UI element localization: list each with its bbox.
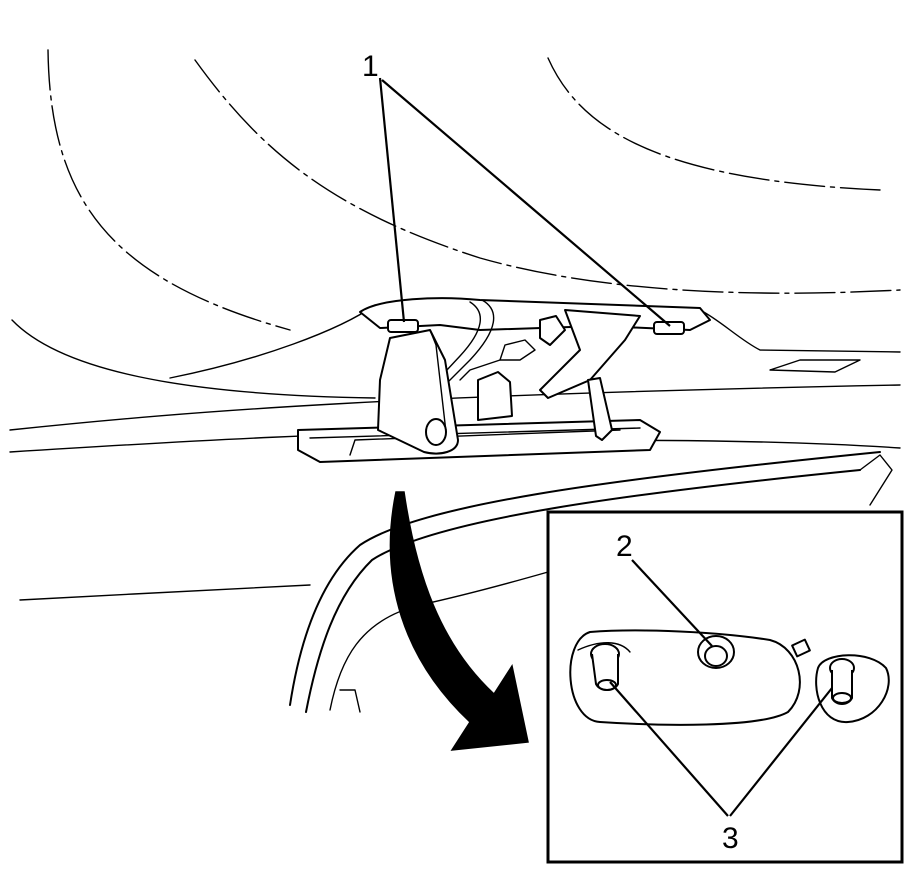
callout-1-label: 1 — [362, 50, 379, 83]
hinge-arm-front — [377, 329, 459, 455]
detail-inset — [546, 510, 904, 864]
leader-lines-1 — [378, 77, 671, 327]
body-contours — [9, 49, 901, 601]
hinge-linkage — [459, 309, 641, 441]
callout-3-label: 3 — [722, 822, 739, 855]
direction-arrow — [389, 491, 529, 751]
stud-left — [590, 643, 620, 691]
center-bolt — [697, 635, 735, 669]
callout-2-label: 2 — [616, 530, 633, 563]
